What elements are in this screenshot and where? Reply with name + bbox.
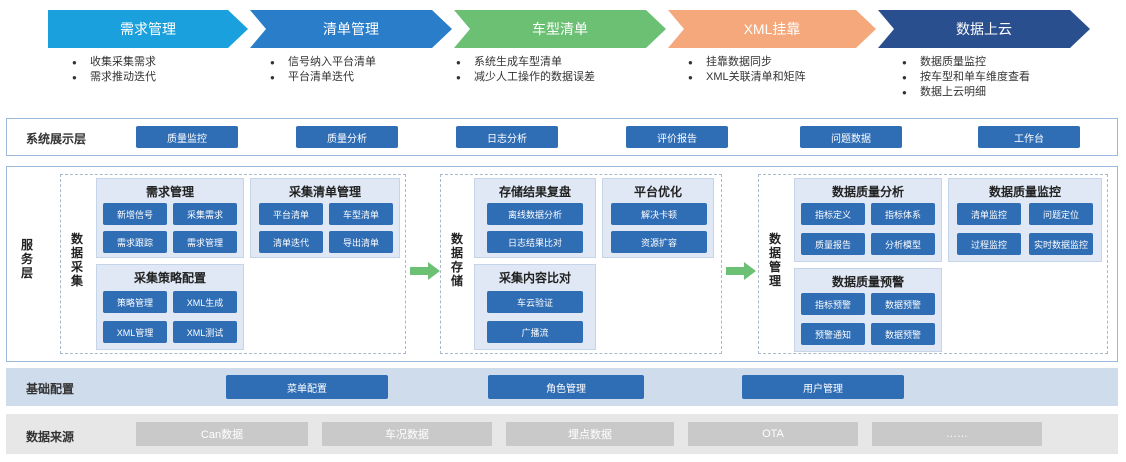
panel-title: 采集清单管理 (288, 185, 361, 199)
chip-demand-manage[interactable]: 需求管理 (173, 231, 237, 253)
chip-xml-test[interactable]: XML测试 (173, 321, 237, 343)
chip-broadcast-stream[interactable]: 广播流 (487, 321, 583, 343)
stage-chevron-3: 车型清单 (454, 10, 666, 48)
chip-process-monitor[interactable]: 过程监控 (957, 233, 1021, 255)
chip-analysis-model[interactable]: 分析模型 (871, 233, 935, 255)
stage-title: 清单管理 (323, 21, 379, 37)
base-layer-label: 基础配置 (26, 382, 75, 396)
chip-demand-track[interactable]: 需求跟踪 (103, 231, 167, 253)
management-label: 数据管理 (768, 232, 781, 288)
chip-strategy-manage[interactable]: 策略管理 (103, 291, 167, 313)
review-panel: 存储结果复盘 离线数据分析 日志结果比对 (474, 178, 596, 258)
list-panel: 采集清单管理 平台清单 车型清单 清单迭代 导出清单 (250, 178, 400, 258)
chip-log-compare[interactable]: 日志结果比对 (487, 231, 583, 253)
chip-problem-locate[interactable]: 问题定位 (1029, 203, 1093, 225)
chip-collect-demand[interactable]: 采集需求 (173, 203, 237, 225)
panel-title: 平台优化 (633, 185, 682, 199)
chip-vehicle-cloud-verify[interactable]: 车云验证 (487, 291, 583, 313)
base-button-menu-config[interactable]: 菜单配置 (226, 375, 388, 399)
chip-realtime-monitor[interactable]: 实时数据监控 (1029, 233, 1093, 255)
chip-xml-manage[interactable]: XML管理 (103, 321, 167, 343)
flow-arrow-icon (410, 262, 440, 280)
base-button-user-manage[interactable]: 用户管理 (742, 375, 904, 399)
panel-title: 数据质量监控 (988, 185, 1061, 199)
display-button-evaluation-report[interactable]: 评价报告 (626, 126, 728, 148)
flow-arrow-icon (726, 262, 756, 280)
stage-list-2: 信号纳入平台清单 平台清单迭代 (270, 55, 376, 85)
chip-model-list[interactable]: 车型清单 (329, 203, 393, 225)
panel-title: 数据质量预警 (831, 275, 904, 289)
chip-list-iterate[interactable]: 清单迭代 (259, 231, 323, 253)
source-ota: OTA (688, 422, 858, 446)
chip-quality-report[interactable]: 质量报告 (801, 233, 865, 255)
stage-title: 车型清单 (532, 21, 588, 37)
stage-list-1: 收集采集需求 需求推动迭代 (72, 55, 156, 85)
panel-title: 需求管理 (145, 185, 194, 199)
display-layer-label: 系统展示层 (26, 132, 87, 146)
source-layer-label: 数据来源 (26, 430, 75, 444)
chip-resource-expand[interactable]: 资源扩容 (611, 231, 707, 253)
stage-chevron-2: 清单管理 (250, 10, 452, 48)
panel-title: 采集内容比对 (498, 271, 571, 285)
base-button-role-manage[interactable]: 角色管理 (488, 375, 644, 399)
stage-item: 数据质量监控 (902, 55, 1030, 70)
panel-title: 采集策略配置 (133, 271, 206, 285)
monitor-panel: 数据质量监控 清单监控 问题定位 过程监控 实时数据监控 (948, 178, 1102, 262)
chip-export-list[interactable]: 导出清单 (329, 231, 393, 253)
stage-chevron-4: XML挂靠 (668, 10, 876, 48)
chip-offline-analysis[interactable]: 离线数据分析 (487, 203, 583, 225)
stage-list-3: 系统生成车型清单 减少人工操作的数据误差 (456, 55, 595, 85)
source-more: …… (872, 422, 1042, 446)
warning-panel: 数据质量预警 指标预警 数据预警 预警通知 数据预警 (794, 268, 942, 352)
stage-item: XML关联清单和矩阵 (688, 70, 806, 85)
stage-item: 数据上云明细 (902, 85, 1030, 100)
demand-panel: 需求管理 新增信号 采集需求 需求跟踪 需求管理 (96, 178, 244, 258)
chip-fix-lag[interactable]: 解决卡顿 (611, 203, 707, 225)
stage-chevron-5: 数据上云 (878, 10, 1090, 48)
optimize-panel: 平台优化 解决卡顿 资源扩容 (602, 178, 714, 258)
display-button-log-analysis[interactable]: 日志分析 (456, 126, 558, 148)
display-button-quality-monitor[interactable]: 质量监控 (136, 126, 238, 148)
stage-item: 按车型和单车维度查看 (902, 70, 1030, 85)
chip-metric-system[interactable]: 指标体系 (871, 203, 935, 225)
collection-label: 数据采集 (70, 232, 83, 288)
source-vehicle-data: 车况数据 (322, 422, 492, 446)
chip-new-signal[interactable]: 新增信号 (103, 203, 167, 225)
stage-item: 减少人工操作的数据误差 (456, 70, 595, 85)
strategy-panel: 采集策略配置 策略管理 XML生成 XML管理 XML测试 (96, 264, 244, 350)
stage-item: 平台清单迭代 (270, 70, 376, 85)
chip-warning-notify[interactable]: 预警通知 (801, 323, 865, 345)
compare-panel: 采集内容比对 车云验证 广播流 (474, 264, 596, 350)
panel-title: 数据质量分析 (831, 185, 904, 199)
stage-item: 系统生成车型清单 (456, 55, 595, 70)
stage-item: 需求推动迭代 (72, 70, 156, 85)
stage-list-4: 挂靠数据同步 XML关联清单和矩阵 (688, 55, 806, 85)
source-can-data: Can数据 (136, 422, 308, 446)
chip-list-monitor[interactable]: 清单监控 (957, 203, 1021, 225)
stage-title: XML挂靠 (743, 21, 801, 37)
stage-list-5: 数据质量监控 按车型和单车维度查看 数据上云明细 (902, 55, 1030, 100)
stage-item: 挂靠数据同步 (688, 55, 806, 70)
stage-item: 信号纳入平台清单 (270, 55, 376, 70)
source-tracking-data: 埋点数据 (506, 422, 674, 446)
chip-metric-define[interactable]: 指标定义 (801, 203, 865, 225)
chip-platform-list[interactable]: 平台清单 (259, 203, 323, 225)
analysis-panel: 数据质量分析 指标定义 指标体系 质量报告 分析模型 (794, 178, 942, 262)
panel-title: 存储结果复盘 (498, 185, 571, 199)
display-button-problem-data[interactable]: 问题数据 (800, 126, 902, 148)
chip-data-warning-2[interactable]: 数据预警 (871, 323, 935, 345)
chip-xml-generate[interactable]: XML生成 (173, 291, 237, 313)
stage-chevron-1: 需求管理 (48, 10, 248, 48)
chip-metric-warning[interactable]: 指标预警 (801, 293, 865, 315)
stage-title: 需求管理 (120, 21, 176, 37)
display-button-workbench[interactable]: 工作台 (978, 126, 1080, 148)
chip-data-warning[interactable]: 数据预警 (871, 293, 935, 315)
storage-label: 数据存储 (450, 232, 463, 288)
service-layer-label: 服务层 (20, 238, 33, 280)
stage-item: 收集采集需求 (72, 55, 156, 70)
display-button-quality-analysis[interactable]: 质量分析 (296, 126, 398, 148)
stage-title: 数据上云 (956, 21, 1012, 37)
